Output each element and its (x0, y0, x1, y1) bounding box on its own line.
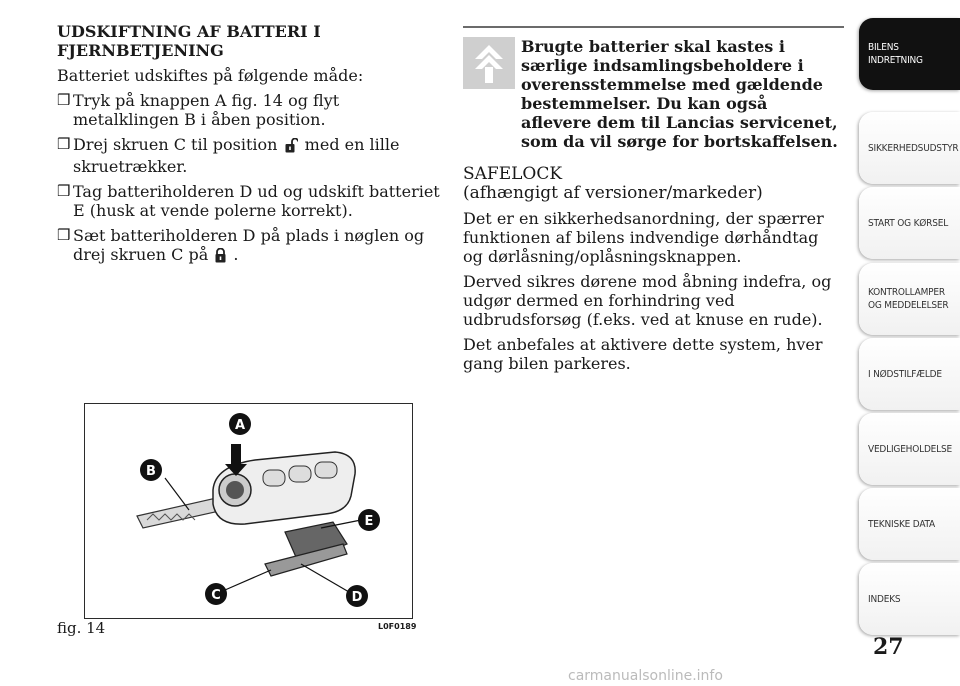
section-heading: UDSKIFTNING AF BATTERI I FJERNBETJENING (57, 22, 321, 60)
tab-tekniske-data[interactable]: TEKNISKE DATA (859, 488, 960, 560)
checkbox-bullet-icon: ❒ (57, 91, 71, 109)
left-column: UDSKIFTNING AF BATTERI I FJERNBETJENING … (57, 22, 442, 273)
label-b: B (146, 464, 156, 479)
recycle-icon (463, 37, 515, 89)
bullet-text: Tryk på knappen A fig. 14 og flyt metalk… (73, 91, 340, 129)
right-column: Brugte batterier skal kastes i særlige i… (463, 37, 843, 379)
unlocked-padlock-icon (285, 137, 299, 157)
label-c: C (211, 588, 221, 603)
label-e: E (365, 514, 374, 529)
checkbox-bullet-icon: ❒ (57, 135, 71, 153)
key-battery-figure: A B E C D (84, 403, 413, 619)
figure-caption: fig. 14 (57, 619, 106, 637)
checkbox-bullet-icon: ❒ (57, 226, 71, 244)
watermark: carmanualsonline.info (568, 668, 723, 684)
tab-vedligeholdelse[interactable]: VEDLIGEHOLDELSE (859, 413, 960, 485)
list-item: ❒ Tag batteriholderen D ud og udskift ba… (57, 182, 442, 220)
tab-sikkerhedsudstyr[interactable]: SIKKERHEDSUDSTYR (859, 112, 960, 184)
safelock-heading: SAFELOCK (463, 164, 563, 184)
safelock-subtitle: (afhængigt af versioner/markeder) (463, 183, 763, 203)
locked-padlock-icon (215, 247, 226, 267)
label-d: D (352, 590, 363, 605)
tab-indeks[interactable]: INDEKS (859, 563, 960, 635)
bullet-text: Sæt batteriholderen D på plads i nøglen … (73, 226, 425, 264)
label-a: A (235, 418, 245, 433)
list-item: ❒ Sæt batteriholderen D på plads i nøgle… (57, 226, 442, 267)
figure-code: L0F0189 (378, 622, 417, 631)
bullet-text-cont: med en lille skruetrækker. (73, 135, 400, 176)
list-item: ❒ Drej skruen C til position med en lill… (57, 135, 442, 176)
checkbox-bullet-icon: ❒ (57, 182, 71, 200)
safelock-paragraph: Det anbefales at aktivere dette system, … (463, 335, 823, 373)
safelock-paragraph: Det er en sikkerhedsanordning, der spærr… (463, 209, 824, 266)
bullet-text: Drej skruen C til position (73, 135, 278, 154)
tab-bilens-indretning[interactable]: BILENS INDRETNING (859, 18, 960, 90)
tab-i-nodstilfaelde[interactable]: I NØDSTILFÆLDE (859, 338, 960, 410)
tab-kontrollamper[interactable]: KONTROLLAMPER OG MEDDELELSER (859, 263, 960, 335)
key-illustration: A B E C D (136, 413, 380, 607)
bullet-text-cont: . (233, 245, 239, 264)
top-rule (463, 26, 844, 28)
safelock-paragraph: Derved sikres dørene mod åbning indefra,… (463, 272, 832, 329)
battery-disposal-warning: Brugte batterier skal kastes i særlige i… (521, 37, 838, 151)
page-number: 27 (873, 634, 904, 660)
intro-text: Batteriet udskiftes på følgende måde: (57, 66, 364, 85)
list-item: ❒ Tryk på knappen A fig. 14 og flyt meta… (57, 91, 442, 129)
bullet-text: Tag batteriholderen D ud og udskift batt… (73, 182, 440, 220)
tab-start-og-korsel[interactable]: START OG KØRSEL (859, 187, 960, 259)
